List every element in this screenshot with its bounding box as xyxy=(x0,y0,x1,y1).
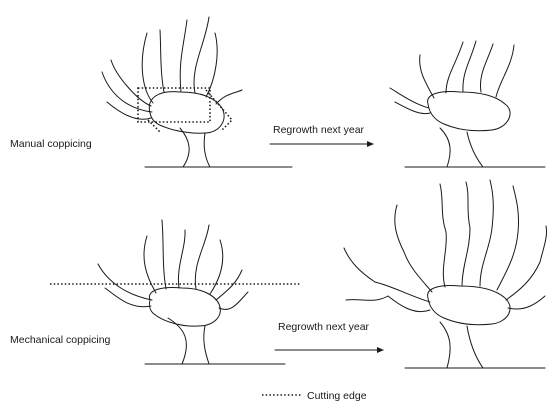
new-shoots xyxy=(344,180,547,300)
legend-cutting-edge-label: Cutting edge xyxy=(307,390,367,402)
mechanical-coppicing-label: Mechanical coppicing xyxy=(10,334,111,346)
manual-stool-before xyxy=(102,17,292,167)
new-shoots xyxy=(390,41,514,114)
stool-head xyxy=(428,286,510,325)
regrowth-label-top: Regrowth next year xyxy=(273,124,365,136)
stool-trunk xyxy=(168,318,209,364)
stems xyxy=(102,17,242,119)
manual-stool-after xyxy=(390,41,545,167)
regrowth-label-bottom: Regrowth next year xyxy=(278,321,370,333)
stool-trunk xyxy=(440,322,483,368)
stems xyxy=(98,220,248,309)
stool-head xyxy=(428,92,510,131)
stool-trunk xyxy=(440,128,483,167)
stool-head xyxy=(149,92,224,134)
stool-trunk xyxy=(180,128,210,167)
branch-stubs xyxy=(375,228,545,312)
manual-coppicing-label: Manual coppicing xyxy=(10,138,92,150)
stool-head xyxy=(149,288,220,327)
mechanical-stool-after xyxy=(344,180,547,368)
